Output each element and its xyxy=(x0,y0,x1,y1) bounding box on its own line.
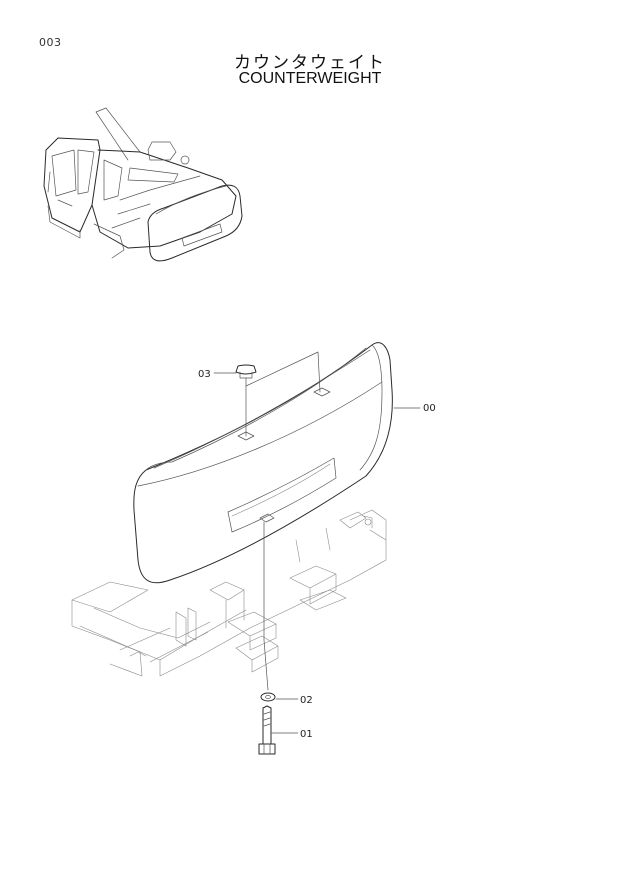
excavator-overview-illustration xyxy=(43,107,243,262)
page-title: COUNTERWEIGHT xyxy=(238,70,382,87)
page-number: 003 xyxy=(39,36,62,49)
upper-frame-illustration xyxy=(71,509,387,677)
counterweight-part xyxy=(133,342,393,584)
bolt-part xyxy=(258,705,276,755)
callout-02: 02 xyxy=(275,695,313,706)
callout-label-washer: 02 xyxy=(300,695,313,706)
callout-01: 01 xyxy=(271,729,313,740)
page-title-japanese: カウンタウェイト xyxy=(234,53,386,73)
washer-part xyxy=(260,692,276,702)
callout-00: 00 xyxy=(393,403,436,414)
callout-label-cap: 03 xyxy=(198,369,211,380)
cap-part xyxy=(235,364,257,379)
assembly-leader-lines xyxy=(245,351,321,691)
callout-label-counterweight: 00 xyxy=(423,403,436,414)
callout-label-bolt: 01 xyxy=(300,729,313,740)
callout-03: 03 xyxy=(198,369,237,380)
